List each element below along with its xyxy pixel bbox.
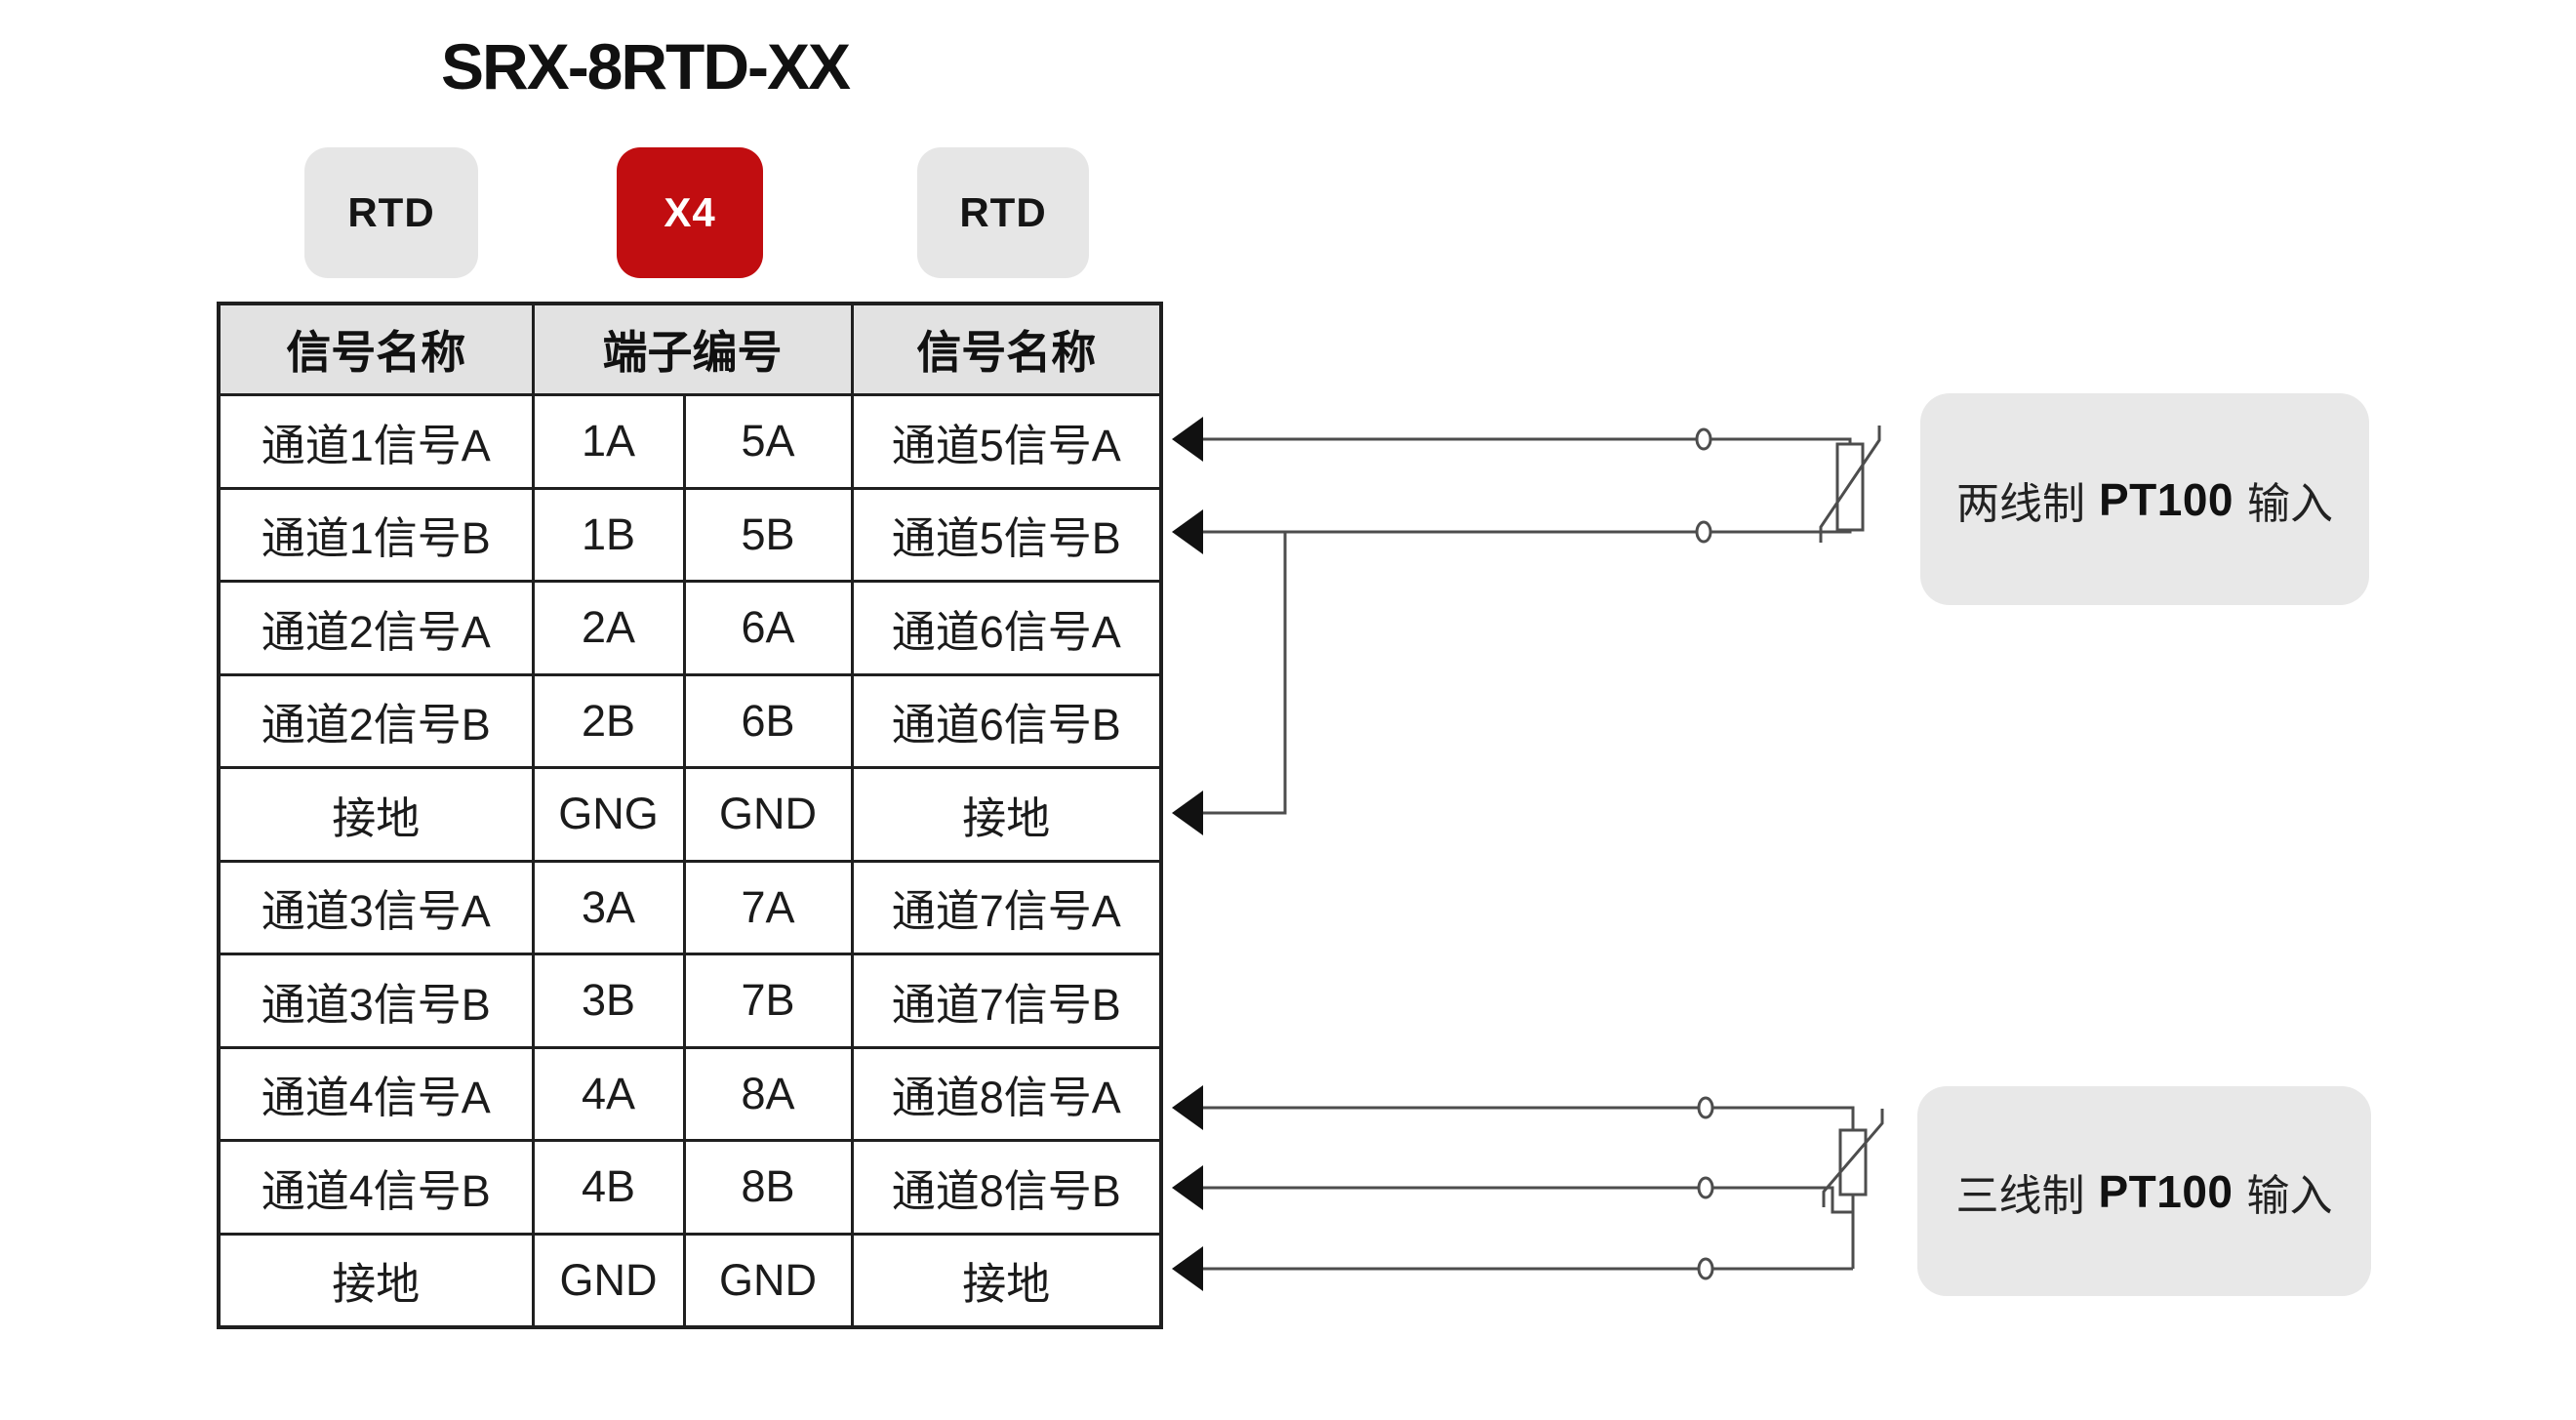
table-cell: 接地	[217, 766, 535, 863]
table-cell: 3A	[531, 859, 686, 955]
table-cell: 通道1信号A	[217, 393, 535, 490]
note-prefix: 三线制	[1955, 1171, 2085, 1220]
wire-connector-icon	[1697, 1257, 1714, 1280]
two-wire-note: 两线制 PT100 输入	[1920, 393, 2369, 605]
three-wire-note: 三线制 PT100 输入	[1917, 1086, 2371, 1296]
table-cell: GND	[531, 1232, 686, 1329]
resistor-diagonal-stroke	[1822, 1109, 1884, 1207]
resistor-diagonal-stroke	[1819, 426, 1881, 543]
table-cell: 通道4信号A	[217, 1045, 535, 1142]
note-prefix: 两线制	[1955, 479, 2085, 528]
table-cell: 通道7信号A	[850, 859, 1163, 955]
table-cell: 通道6信号A	[850, 580, 1163, 676]
wire-ch8b	[1203, 1186, 1853, 1214]
three-wire-circuit	[1172, 1085, 1884, 1291]
table-header-row: 信号名称 端子编号 信号名称	[217, 302, 1163, 396]
table-cell: 接地	[217, 1232, 535, 1329]
table-cell: GNG	[531, 766, 686, 863]
wire-gnd-drop	[1203, 532, 1287, 815]
note-suffix: 输入	[2246, 1171, 2333, 1220]
table-cell: 1A	[531, 393, 686, 490]
table-cell: 通道5信号B	[850, 486, 1163, 583]
table-cell: 5B	[682, 486, 854, 583]
table-cell: 通道4信号B	[217, 1139, 535, 1236]
table-cell: 通道6信号B	[850, 672, 1163, 769]
table-cell: 通道5信号A	[850, 393, 1163, 490]
table-cell: 通道1信号B	[217, 486, 535, 583]
table-cell: 通道8信号B	[850, 1139, 1163, 1236]
table-cell: 6B	[682, 672, 854, 769]
table-cell: 4B	[531, 1139, 686, 1236]
note-suffix: 输入	[2247, 479, 2334, 528]
wire-connector-icon	[1697, 1096, 1714, 1119]
table-cell: 通道2信号B	[217, 672, 535, 769]
table-cell: 通道7信号B	[850, 953, 1163, 1049]
arrowhead-icon	[1172, 1165, 1203, 1210]
header-terminal: 端子编号	[531, 302, 854, 396]
table-cell: 4A	[531, 1045, 686, 1142]
arrowhead-icon	[1172, 791, 1203, 835]
table-cell: 2B	[531, 672, 686, 769]
table-cell: 接地	[850, 1232, 1163, 1329]
table-cell: GND	[682, 1232, 854, 1329]
table-cell: 7A	[682, 859, 854, 955]
wire-ch5b	[1203, 528, 1852, 534]
header-signal-left: 信号名称	[217, 302, 535, 396]
arrowhead-icon	[1172, 417, 1203, 462]
header-signal-right: 信号名称	[850, 302, 1163, 396]
table-cell: GND	[682, 766, 854, 863]
table-cell: 5A	[682, 393, 854, 490]
badge-rtd-left: RTD	[304, 147, 478, 278]
arrowhead-icon	[1172, 1085, 1203, 1130]
wire-ch8a	[1203, 1106, 1855, 1130]
note-highlight: PT100	[2098, 473, 2234, 525]
wire-connector-icon	[1697, 1176, 1714, 1199]
arrowhead-icon	[1172, 1246, 1203, 1291]
wire-connector-icon	[1695, 427, 1712, 451]
table-cell: 接地	[850, 766, 1163, 863]
table-cell: 8B	[682, 1139, 854, 1236]
arrowhead-icon	[1172, 509, 1203, 554]
note-highlight: PT100	[2098, 1165, 2234, 1217]
table-cell: 8A	[682, 1045, 854, 1142]
table-cell: 7B	[682, 953, 854, 1049]
pt100-resistor-icon	[1838, 1128, 1868, 1197]
page-title: SRX-8RTD-XX	[441, 30, 851, 102]
table-cell: 通道3信号B	[217, 953, 535, 1049]
badge-label: RTD	[347, 189, 435, 235]
table-cell: 通道8信号A	[850, 1045, 1163, 1142]
table-cell: 3B	[531, 953, 686, 1049]
table-cell: 2A	[531, 580, 686, 676]
badge-label: X4	[664, 189, 716, 235]
two-wire-circuit	[1172, 417, 1881, 835]
wire-ch5a	[1203, 437, 1852, 446]
badge-rtd-right: RTD	[917, 147, 1089, 278]
table-cell: 1B	[531, 486, 686, 583]
table-cell: 通道2信号A	[217, 580, 535, 676]
table-cell: 通道3信号A	[217, 859, 535, 955]
table-cell: 6A	[682, 580, 854, 676]
badge-x4: X4	[617, 147, 763, 278]
badge-label: RTD	[959, 189, 1047, 235]
pt100-resistor-icon	[1835, 442, 1865, 532]
wire-connector-icon	[1695, 520, 1712, 544]
